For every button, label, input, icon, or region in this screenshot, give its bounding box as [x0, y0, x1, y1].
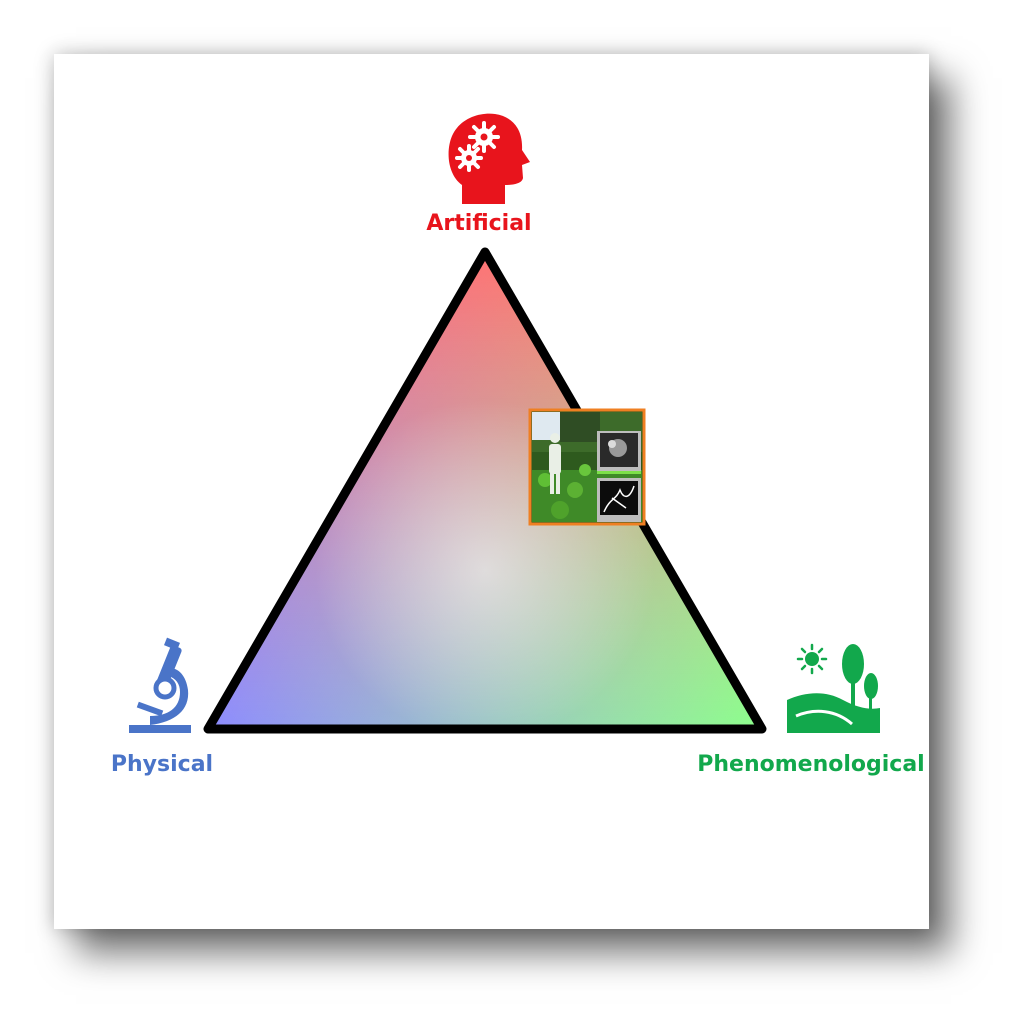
physical-label: Physical: [111, 752, 213, 777]
triangle-fill: [208, 252, 762, 729]
microscope-icon: [129, 637, 191, 733]
screenshot-thumbnail: [528, 408, 646, 526]
artificial-label: Artificial: [426, 211, 531, 236]
landscape-trees-sun-icon: [787, 643, 880, 733]
phenomenological-label: Phenomenological: [697, 752, 924, 777]
character-figure: [549, 433, 561, 494]
head-with-gears-icon: [448, 113, 530, 204]
